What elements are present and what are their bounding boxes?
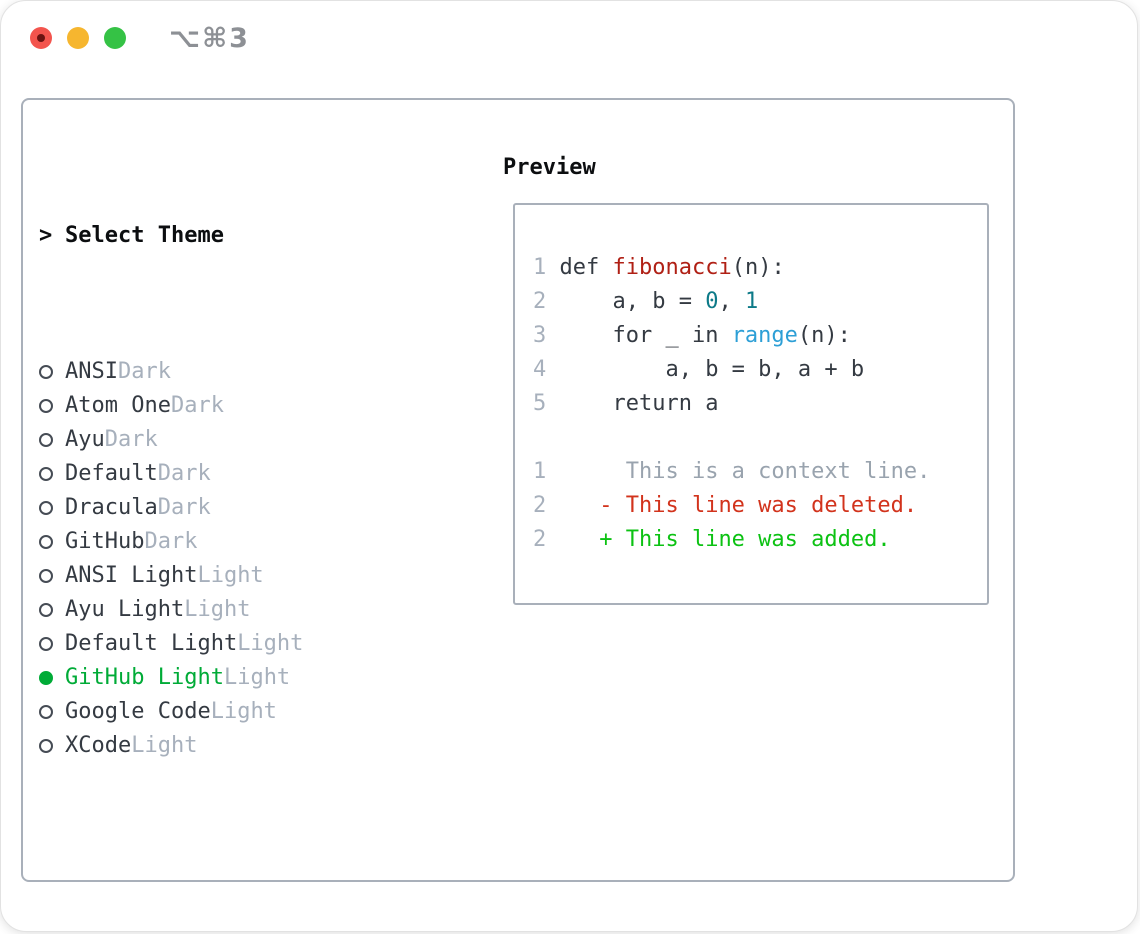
- theme-option-atom-one[interactable]: Atom One Dark: [39, 389, 410, 423]
- radio-icon: [39, 433, 65, 447]
- variant-label: Dark: [117, 359, 171, 384]
- close-button[interactable]: [30, 27, 52, 49]
- titlebar: ⌥⌘3: [1, 1, 1137, 98]
- preview-line: 1 def fibonacci(n):: [533, 255, 785, 280]
- theme-option-ayu[interactable]: Ayu Dark: [39, 423, 410, 457]
- preview-line: 3 for _ in range(n):: [533, 323, 851, 348]
- variant-label: Light: [210, 699, 277, 724]
- variant-label: Dark: [157, 461, 211, 486]
- radio-icon: [39, 705, 65, 719]
- minimize-button[interactable]: [67, 27, 89, 49]
- spacer: [39, 865, 410, 899]
- radio-icon: [39, 637, 65, 651]
- theme-option-ayu-light[interactable]: Ayu Light Light: [39, 593, 410, 627]
- window-title: ⌥⌘3: [169, 23, 250, 54]
- variant-label: Dark: [157, 495, 211, 520]
- option-label: Dracula: [65, 495, 158, 520]
- preview-line: 2 a, b = 0, 1: [533, 289, 759, 314]
- preview-blank-line: [533, 421, 987, 455]
- theme-option-default[interactable]: Default Dark: [39, 457, 410, 491]
- radio-icon: [39, 535, 65, 549]
- preview-line: 2 - This line was deleted.: [533, 493, 918, 518]
- variant-label: Dark: [170, 393, 224, 418]
- theme-option-dracula[interactable]: Dracula Dark: [39, 491, 410, 525]
- radio-icon: [39, 365, 65, 379]
- select-theme-header: > Select Theme: [39, 219, 410, 253]
- option-label: ANSI: [65, 359, 118, 384]
- preview-line: 4 a, b = b, a + b: [533, 357, 865, 382]
- option-label: Default: [65, 461, 158, 486]
- preview-box: 1 def fibonacci(n): 2 a, b = 0, 1 3 for _ …: [513, 203, 989, 605]
- variant-label: Light: [197, 563, 264, 588]
- theme-option-xcode[interactable]: XCode Light: [39, 729, 410, 763]
- option-label: Atom One: [65, 393, 171, 418]
- variant-label: Light: [184, 597, 251, 622]
- option-label: GitHub: [65, 529, 145, 554]
- preview-line: 1 This is a context line.: [533, 459, 931, 484]
- preview-header: Preview: [503, 155, 596, 180]
- variant-label: Dark: [144, 529, 198, 554]
- variant-label: Light: [131, 733, 198, 758]
- option-label: Ayu: [65, 427, 105, 452]
- radio-icon: [39, 501, 65, 515]
- theme-option-github[interactable]: GitHub Dark: [39, 525, 410, 559]
- option-label: GitHub Light: [65, 665, 224, 690]
- preview-line: 5 return a: [533, 391, 719, 416]
- variant-label: Light: [223, 665, 291, 690]
- select-theme-label: Select Theme: [65, 223, 224, 248]
- option-label: Google Code: [65, 699, 211, 724]
- prompt-caret-icon: >: [39, 223, 53, 248]
- option-label: ANSI Light: [65, 563, 198, 588]
- variant-label: Light: [237, 631, 304, 656]
- preview-line: 2 + This line was added.: [533, 527, 891, 552]
- theme-option-github-light[interactable]: GitHub Light Light: [39, 661, 410, 695]
- preview-code: 1 def fibonacci(n): 2 a, b = 0, 1 3 for _ …: [533, 251, 987, 557]
- variant-label: Dark: [104, 427, 158, 452]
- theme-option-ansi-light[interactable]: ANSI Light Light: [39, 559, 410, 593]
- option-label: Ayu Light: [65, 597, 185, 622]
- theme-option-ansi[interactable]: ANSI Dark: [39, 355, 410, 389]
- traffic-lights: [30, 27, 126, 49]
- radio-icon: [39, 739, 65, 753]
- radio-icon: [39, 569, 65, 583]
- radio-icon: [39, 603, 65, 617]
- option-label: Default Light: [65, 631, 238, 656]
- maximize-button[interactable]: [104, 27, 126, 49]
- theme-option-default-light[interactable]: Default Light Light: [39, 627, 410, 661]
- radio-icon: [39, 467, 65, 481]
- theme-option-google-code[interactable]: Google Code Light: [39, 695, 410, 729]
- option-label: XCode: [65, 733, 132, 758]
- radio-icon: [39, 399, 65, 413]
- radio-selected-icon: [39, 671, 65, 685]
